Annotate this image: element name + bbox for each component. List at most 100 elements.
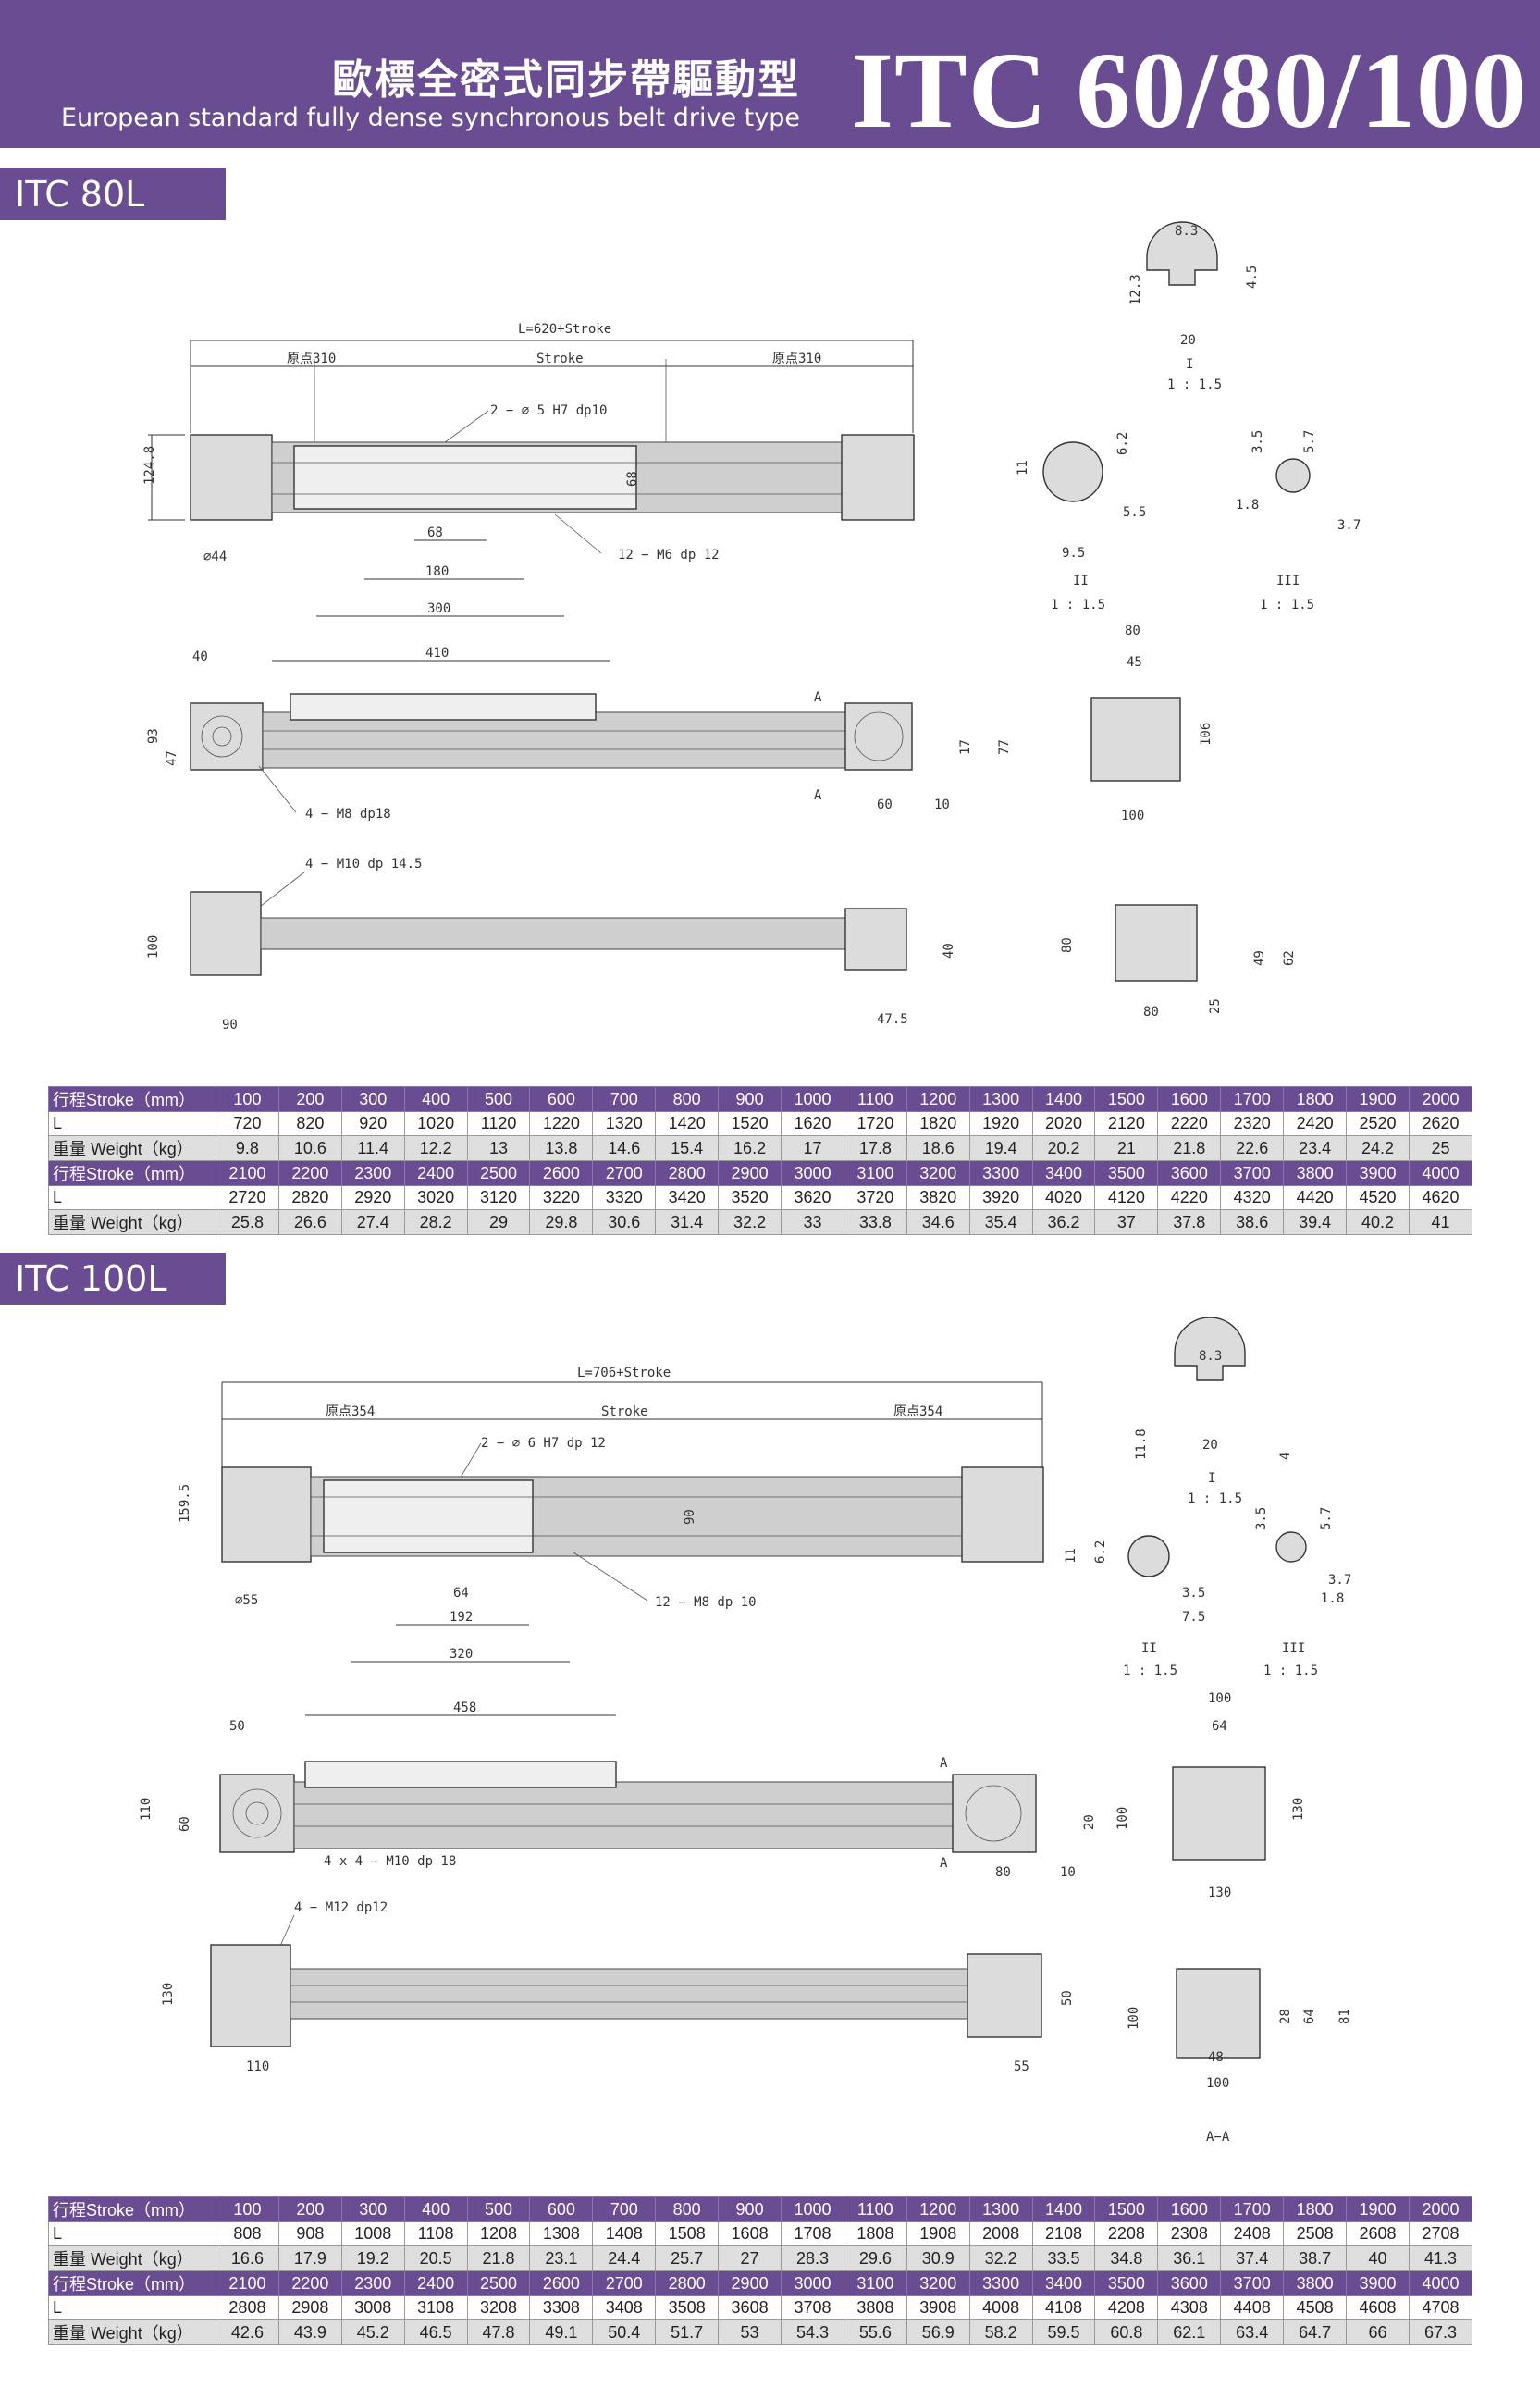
row-header: 行程Stroke（mm）	[48, 1086, 216, 1112]
dim-origin-left: 原点310	[287, 352, 336, 366]
table-cell: 3200	[906, 1160, 970, 1186]
detail-3-5: 3.5	[1182, 1586, 1205, 1601]
table-cell: 2220	[1157, 1111, 1222, 1136]
table-cell: 2108	[1031, 2221, 1096, 2246]
dim-e48: 48	[1208, 2050, 1224, 2065]
table-cell: 1700	[1220, 2196, 1285, 2222]
detail-iii: III	[1282, 1641, 1305, 1656]
table-cell: 23.4	[1283, 1135, 1348, 1161]
dim-64: 64	[453, 1586, 469, 1601]
table-cell: 62.1	[1157, 2319, 1222, 2345]
table-cell: 4000	[1408, 1160, 1473, 1186]
row-header: L	[48, 2295, 216, 2320]
detail-20: 20	[1202, 1438, 1218, 1453]
dim-e64: 64	[1212, 1719, 1227, 1734]
table-cell: 63.4	[1220, 2319, 1285, 2345]
dim-e28: 28	[1278, 2009, 1293, 2024]
model-title: ITC 60/80/100	[851, 30, 1527, 151]
table-cell: 58.2	[968, 2319, 1033, 2345]
table-cell: 34.6	[906, 1209, 970, 1235]
table-cell: 1700	[1220, 1086, 1285, 1112]
dim-pin: 2 − ∅ 6 H7 dp 12	[481, 1436, 606, 1451]
row-header: 行程Stroke（mm）	[48, 2270, 216, 2296]
table-cell: 2608	[1346, 2221, 1410, 2246]
section-mark-a-top: A	[814, 690, 822, 705]
table-cell: 3820	[906, 1185, 970, 1210]
table-cell: 13	[466, 1135, 531, 1161]
dim-height: 124.8	[142, 446, 157, 485]
detail-11: 11	[1016, 460, 1030, 476]
table-cell: 2500	[466, 1160, 531, 1186]
detail-11-8: 11.8	[1134, 1428, 1149, 1460]
table-cell: 2620	[1408, 1111, 1473, 1136]
table-cell: 1108	[403, 2221, 468, 2246]
table-cell: 1408	[592, 2221, 657, 2246]
dim-192: 192	[450, 1610, 473, 1625]
table-cell: 13.8	[529, 1135, 594, 1161]
table-cell: 2320	[1220, 1111, 1285, 1136]
table-cell: 3908	[906, 2295, 970, 2320]
dim-e130b: 130	[1208, 1886, 1231, 1900]
table-cell: 1400	[1031, 1086, 1096, 1112]
table-cell: 1000	[781, 2196, 844, 2222]
table-cell: 1500	[1094, 1086, 1159, 1112]
detail-5-7: 5.7	[1319, 1507, 1334, 1530]
detail-3-7: 3.7	[1337, 518, 1361, 533]
row-header: L	[48, 1111, 216, 1136]
section-label-aa: A−A	[1206, 2130, 1230, 2145]
table-cell: 14.6	[592, 1135, 657, 1161]
dim-e100c: 100	[1206, 2076, 1229, 2091]
dim-55: 55	[1014, 2059, 1029, 2074]
table-cell: 30.6	[592, 1209, 657, 1235]
table-cell: 1800	[1283, 2196, 1348, 2222]
dim-stroke: Stroke	[536, 352, 584, 366]
table-cell: 3020	[403, 1185, 468, 1210]
dim-130: 130	[161, 1983, 176, 2006]
dim-90: 90	[683, 1509, 697, 1525]
row-header: L	[48, 2221, 216, 2246]
table-cell: 27.4	[340, 1209, 405, 1235]
table-cell: 2920	[340, 1185, 405, 1210]
table-cell: 4608	[1346, 2295, 1410, 2320]
table-cell: 1900	[1346, 1086, 1410, 1112]
table-cell: 808	[216, 2221, 279, 2246]
table-cell: 2000	[1408, 1086, 1473, 1112]
row-header: 行程Stroke（mm）	[48, 2196, 216, 2222]
table-cell: 25	[1408, 1135, 1473, 1161]
table-cell: 1020	[403, 1111, 468, 1136]
table-cell: 2800	[655, 1160, 720, 1186]
table-cell: 1908	[906, 2221, 970, 2246]
table-cell: 37.4	[1220, 2245, 1285, 2271]
table-cell: 2820	[277, 1185, 342, 1210]
row-header: L	[48, 1185, 216, 1210]
itc80l-side-view: 4 − M10 dp 14.5 100 90 40 47.5	[146, 857, 956, 1033]
table-cell: 43.9	[277, 2319, 342, 2345]
table-cell: 3500	[1094, 1160, 1159, 1186]
itc100l-side-view: 4 − M12 dp12 130 110 50 55	[161, 1900, 1075, 2074]
table-cell: 2400	[403, 1160, 468, 1186]
table-cell: 2900	[718, 1160, 782, 1186]
table-cell: 200	[277, 1086, 342, 1112]
detail-iii: III	[1276, 574, 1300, 588]
table-cell: 700	[592, 1086, 657, 1112]
table-cell: 1620	[781, 1111, 844, 1136]
table-cell: 3108	[403, 2295, 468, 2320]
table-cell: 700	[592, 2196, 657, 2222]
dim-diameter: ∅55	[235, 1593, 258, 1608]
table-cell: 3900	[1346, 2270, 1410, 2296]
title-english: European standard fully dense synchronou…	[60, 104, 800, 132]
table-cell: 31.4	[655, 1209, 720, 1235]
table-cell: 3608	[718, 2295, 782, 2320]
table-cell: 46.5	[403, 2319, 468, 2345]
table-cell: 1200	[906, 1086, 970, 1112]
table-cell: 56.9	[906, 2319, 970, 2345]
table-cell: 2120	[1094, 1111, 1159, 1136]
dim-10: 10	[1060, 1865, 1076, 1880]
table-cell: 2020	[1031, 1111, 1096, 1136]
table-cell: 4020	[1031, 1185, 1096, 1210]
table-cell: 1900	[1346, 2196, 1410, 2222]
row-header: 重量 Weight（kg）	[48, 1135, 216, 1161]
table-cell: 3808	[843, 2295, 907, 2320]
dim-height: 159.5	[178, 1484, 192, 1523]
